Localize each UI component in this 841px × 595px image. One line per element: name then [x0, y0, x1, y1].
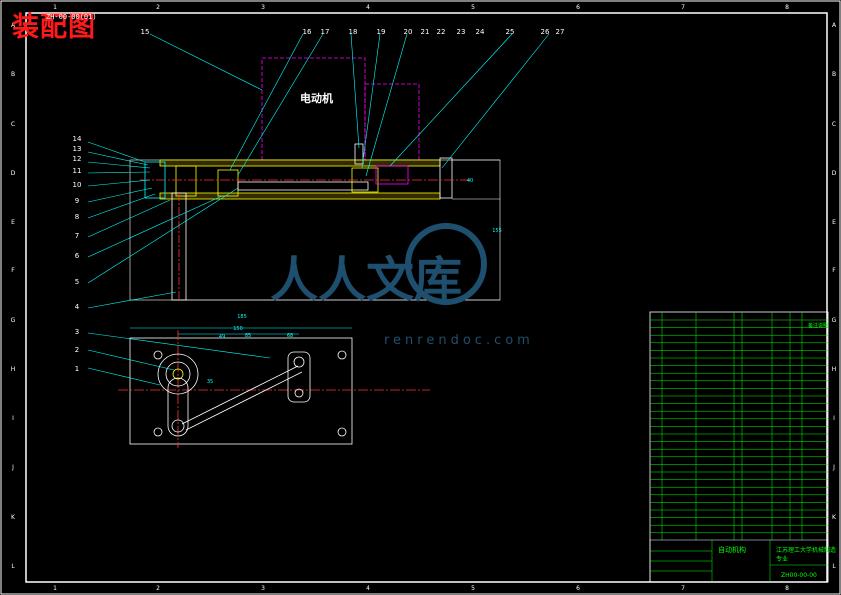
grid-column-label: 7 — [681, 4, 685, 11]
callouts-top: 15 16 17 18 19 20 21 22 23 24 25 26 27 — [141, 28, 565, 36]
grid-column-label: 7 — [681, 585, 685, 592]
grid-column-label: 2 — [156, 4, 160, 11]
part-callout: 4 — [75, 303, 80, 311]
watermark-text: 人人文库 — [270, 252, 462, 308]
part-callout: 14 — [73, 135, 82, 143]
part-callout: 24 — [476, 28, 485, 36]
grid-column-label: 5 — [471, 4, 475, 11]
part-callout: 22 — [437, 28, 446, 36]
grid-column-label: 1 — [53, 585, 57, 592]
grid-column-label: 2 — [156, 585, 160, 592]
grid-row-label: L — [11, 563, 15, 570]
dimension-label: 150 — [233, 326, 243, 332]
part-callout: 13 — [73, 145, 82, 153]
dimension-labels: 185 150 68 85 40 155 35 49 — [207, 178, 502, 385]
plan-view — [118, 327, 430, 448]
grid-row-label: B — [11, 71, 15, 78]
grid-row-label: J — [832, 464, 835, 471]
part-callout: 9 — [75, 197, 79, 205]
callouts-left: 14 13 12 11 10 9 8 7 6 5 4 — [73, 135, 82, 311]
part-callout: 18 — [349, 28, 358, 36]
elevation-view — [129, 143, 501, 301]
grid-row-label: J — [11, 464, 14, 471]
part-callout: 25 — [506, 28, 515, 36]
watermark-url: renrendoc.com — [384, 333, 534, 348]
dimension-label: 155 — [492, 228, 502, 234]
title-block-drawing-no: ZH00-00-00 — [781, 572, 817, 579]
part-callout: 1 — [75, 365, 79, 373]
grid-column-label: 5 — [471, 585, 475, 592]
grid-row-label: F — [11, 267, 15, 274]
part-callout: 3 — [75, 328, 79, 336]
part-callout: 2 — [75, 346, 79, 354]
grid-row-label: D — [11, 170, 16, 177]
grid-row-label: I — [833, 415, 835, 422]
part-callout: 10 — [73, 181, 82, 189]
part-callout: 8 — [75, 213, 79, 221]
part-callout: 20 — [404, 28, 413, 36]
leader-lines — [87, 33, 550, 386]
grid-row-label: K — [11, 514, 16, 521]
callouts-plan: 3 2 1 — [75, 328, 79, 373]
dimension-label: 49 — [219, 334, 225, 340]
grid-row-label: H — [11, 366, 16, 373]
grid-column-label: 4 — [366, 4, 370, 11]
grid-column-label: 8 — [785, 585, 789, 592]
grid-row-label: G — [832, 317, 837, 324]
part-callout: 26 — [541, 28, 550, 36]
part-callout: 16 — [303, 28, 312, 36]
part-callout: 15 — [141, 28, 150, 36]
grid-row-label: L — [832, 563, 836, 570]
grid-column-label: 3 — [261, 585, 265, 592]
grid-row-label: G — [11, 317, 16, 324]
grid-column-label: 1 — [53, 4, 57, 11]
grid-row-label: K — [832, 514, 837, 521]
title-block-school: 江苏理工大学机械制造专业 — [776, 547, 837, 563]
dimension-label: 85 — [245, 333, 251, 339]
part-callout: 6 — [75, 252, 80, 260]
grid-row-label: F — [832, 267, 836, 274]
dimension-label: 40 — [467, 178, 473, 184]
parts-list — [649, 311, 829, 583]
grid-row-label: C — [11, 121, 15, 128]
drawing-title: 装配图 — [12, 12, 96, 43]
part-callout: 7 — [75, 232, 79, 240]
grid-row-label: D — [832, 170, 837, 177]
grid-row-label: E — [832, 219, 836, 226]
dimension-label: 35 — [207, 379, 213, 385]
part-callout: 12 — [73, 155, 82, 163]
part-callout: 21 — [421, 28, 430, 36]
part-callout: 23 — [457, 28, 466, 36]
dimension-label: 68 — [287, 333, 293, 339]
grid-column-label: 8 — [785, 4, 789, 11]
grid-row-label: A — [832, 22, 837, 29]
drawing-number: ZH-00-00(01) — [46, 13, 97, 21]
part-callout: 11 — [73, 167, 82, 175]
grid-row-label: C — [832, 121, 836, 128]
grid-column-label: 3 — [261, 4, 265, 11]
grid-row-label: I — [12, 415, 14, 422]
grid-row-label: E — [11, 219, 15, 226]
grid-column-label: 6 — [576, 4, 580, 11]
watermark-logo: 人人文库 — [270, 223, 487, 308]
title-block-unit-label: 备注说明 — [808, 323, 829, 329]
grid-column-label: 6 — [576, 585, 580, 592]
grid-row-label: B — [832, 71, 836, 78]
part-callout: 5 — [75, 278, 79, 286]
part-callout: 19 — [377, 28, 386, 36]
part-callout: 27 — [556, 28, 565, 36]
grid-row-label: H — [832, 366, 837, 373]
inner-frame — [25, 12, 828, 583]
title-block-name: 自动机构 — [718, 546, 746, 554]
grid-column-label: 4 — [366, 585, 370, 592]
dimension-label: 185 — [237, 314, 247, 320]
motor-label: 电动机 — [300, 92, 333, 105]
part-callout: 17 — [321, 28, 330, 36]
grid-row-label: A — [11, 22, 16, 29]
